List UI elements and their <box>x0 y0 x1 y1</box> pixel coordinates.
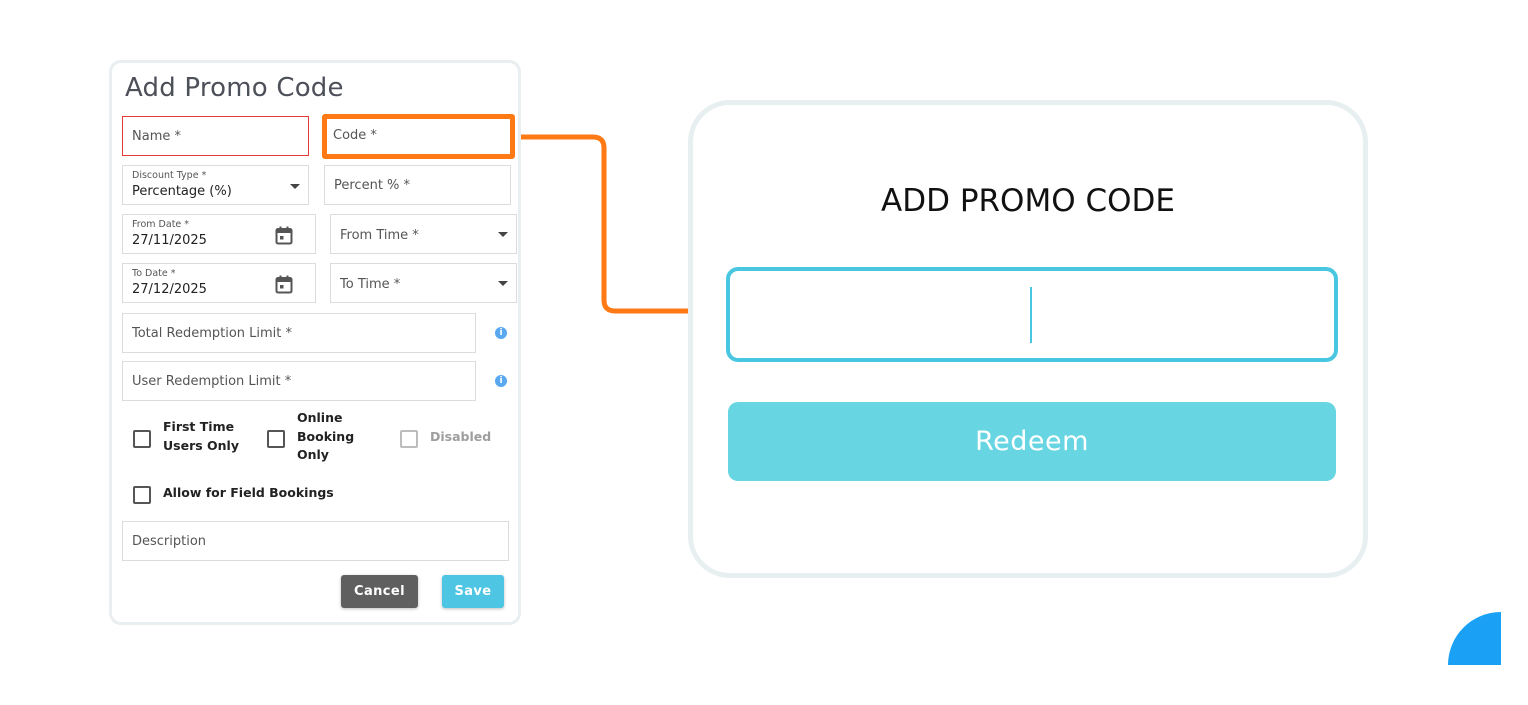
from-date-field[interactable]: From Date * 27/11/2025 <box>122 214 316 254</box>
calendar-icon[interactable] <box>275 226 293 245</box>
total-redemption-placeholder: Total Redemption Limit * <box>132 326 292 341</box>
field-bookings-label: Allow for Field Bookings <box>163 485 334 500</box>
to-date-field[interactable]: To Date * 27/12/2025 <box>122 263 316 303</box>
discount-type-select[interactable]: Discount Type * Percentage (%) <box>122 165 309 205</box>
from-time-placeholder: From Time * <box>340 228 419 243</box>
total-redemption-limit-field[interactable]: Total Redemption Limit * <box>122 313 476 353</box>
form-title: Add Promo Code <box>125 73 344 103</box>
first-time-users-label: First Time Users Only <box>163 418 239 455</box>
first-time-users-checkbox[interactable] <box>133 430 151 448</box>
name-field[interactable]: Name * <box>122 116 309 156</box>
user-redemption-placeholder: User Redemption Limit * <box>132 374 292 389</box>
field-bookings-checkbox[interactable] <box>133 486 151 504</box>
from-date-value: 27/11/2025 <box>132 233 207 248</box>
code-placeholder: Code * <box>333 128 377 143</box>
redeem-promo-card: ADD PROMO CODE Redeem <box>688 100 1368 578</box>
description-placeholder: Description <box>132 534 207 549</box>
code-field[interactable]: Code * <box>324 116 512 156</box>
online-booking-label: Online Booking Only <box>297 409 354 465</box>
online-booking-checkbox[interactable] <box>267 430 285 448</box>
online-booking-label-line: Only <box>297 447 329 462</box>
from-date-label: From Date * <box>132 219 190 230</box>
first-time-users-label-line: Users Only <box>163 437 239 453</box>
first-time-users-label-line: First Time <box>163 419 235 434</box>
user-redemption-limit-field[interactable]: User Redemption Limit * <box>122 361 476 401</box>
promo-code-input[interactable] <box>726 267 1338 362</box>
to-time-select[interactable]: To Time * <box>330 263 517 303</box>
online-booking-label-line: Online <box>297 410 343 425</box>
percent-field[interactable]: Percent % * <box>324 165 511 205</box>
redeem-title: ADD PROMO CODE <box>881 183 1175 219</box>
info-icon[interactable]: i <box>495 327 507 339</box>
to-date-value: 27/12/2025 <box>132 282 207 297</box>
to-date-label: To Date * <box>132 268 176 279</box>
text-cursor <box>1030 287 1032 343</box>
dropdown-caret-icon <box>498 281 508 286</box>
percent-placeholder: Percent % * <box>334 178 411 193</box>
to-time-placeholder: To Time * <box>340 277 401 292</box>
save-button[interactable]: Save <box>442 575 504 608</box>
from-time-select[interactable]: From Time * <box>330 214 517 254</box>
disabled-checkbox[interactable] <box>400 430 418 448</box>
redeem-button[interactable]: Redeem <box>728 402 1336 481</box>
dropdown-caret-icon <box>290 184 300 189</box>
info-icon[interactable]: i <box>495 375 507 387</box>
calendar-icon[interactable] <box>275 275 293 294</box>
disabled-label: Disabled <box>430 429 492 444</box>
cancel-button[interactable]: Cancel <box>341 575 418 608</box>
discount-type-value: Percentage (%) <box>132 184 232 199</box>
name-placeholder: Name * <box>132 129 181 144</box>
online-booking-label-line: Booking <box>297 428 355 444</box>
description-field[interactable]: Description <box>122 521 509 561</box>
discount-type-label: Discount Type * <box>132 170 207 181</box>
code-field-callout-highlight <box>322 114 515 159</box>
dropdown-caret-icon <box>498 232 508 237</box>
